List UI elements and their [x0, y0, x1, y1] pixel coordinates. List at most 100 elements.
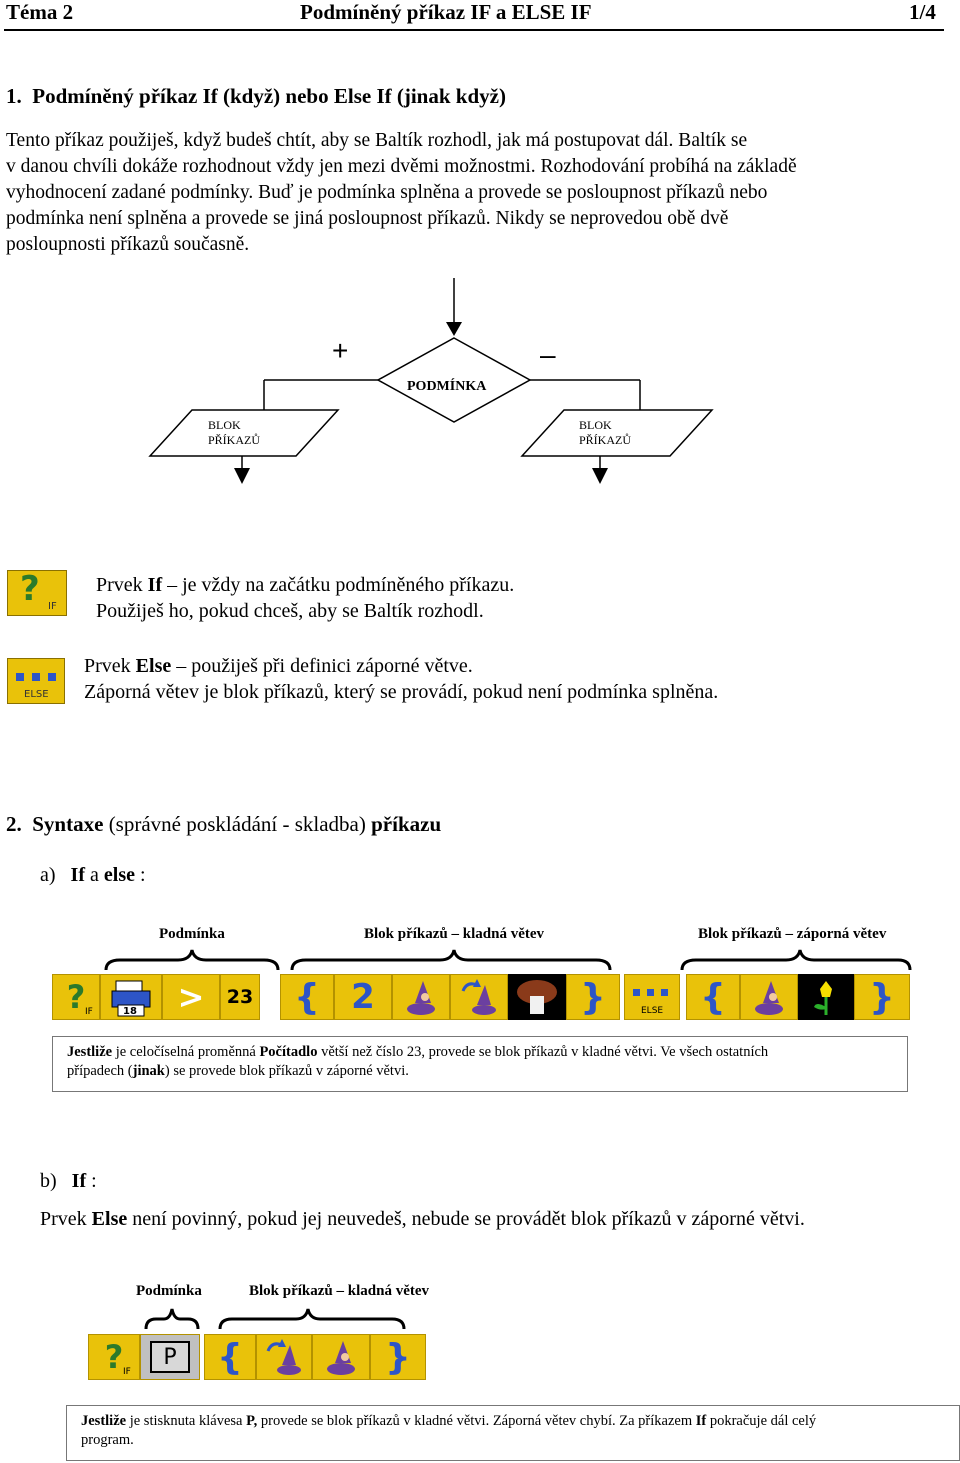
para-line: Tento příkaz použiješ, když budeš chtít,… [6, 130, 748, 151]
greater-than-tile[interactable]: > [162, 974, 220, 1020]
flow-arrow-out-right [592, 468, 608, 484]
block-right-parallelogram [520, 409, 714, 457]
brace-close-tile-2[interactable]: } [854, 974, 910, 1020]
key-icon: P [150, 1341, 190, 1373]
else-icon: ELSE [7, 658, 65, 704]
mushroom-icon [517, 980, 557, 1014]
counter-value: 18 [123, 1006, 137, 1017]
mushroom-tile[interactable] [508, 974, 566, 1020]
para-line: podmínka není splněna a provede se jiná … [6, 208, 729, 229]
condition-label: PODMÍNKA [407, 377, 487, 394]
block-left-parallelogram [148, 409, 340, 457]
left-block-line1: BLOK [208, 418, 241, 432]
label-negative-a: Blok příkazů – záporná větev [698, 926, 887, 942]
braces-b [144, 1308, 406, 1330]
right-block-line1: BLOK [579, 418, 612, 432]
para-line: v danou chvíli dokáže rozhodnout vždy je… [6, 156, 797, 177]
if-description: Prvek If – je vždy na začátku podmíněnéh… [96, 572, 514, 624]
brace-positive [290, 949, 612, 971]
section1-paragraph: Tento příkaz použiješ, když budeš chtít,… [6, 128, 946, 258]
if-tile-text: IF [85, 1007, 93, 1017]
note-b-line2: program. [81, 1432, 134, 1448]
brace-open-tile[interactable]: { [280, 974, 334, 1020]
flow-arrow-out-left [234, 468, 250, 484]
brace-close-tile-b[interactable]: } [370, 1334, 426, 1380]
else-icon-text: ELSE [24, 689, 49, 700]
note-b-line1: Jestliže je stisknuta klávesa P, provede… [81, 1413, 817, 1429]
brace-close-icon: } [869, 976, 895, 1018]
brace-open-icon: { [700, 976, 726, 1018]
para-line: vyhodnocení zadané podmínky. Buď je podm… [6, 182, 768, 203]
label-positive-a: Blok příkazů – kladná větev [364, 926, 545, 942]
condition-diamond [376, 337, 532, 423]
baltik-turn-tile-b[interactable] [256, 1334, 312, 1380]
counter-tile[interactable]: 18 [100, 974, 162, 1020]
command-strip-b: ? IF P { } [88, 1334, 426, 1380]
para-line: posloupnosti příkazů současně. [6, 234, 250, 255]
dot-icon [16, 673, 24, 681]
wizard-turn-icon [266, 1339, 301, 1375]
header-rule [4, 29, 944, 31]
question-mark-icon: ? [66, 978, 86, 1016]
header-topic: Téma 2 [6, 0, 74, 24]
if-line2: Použiješ ho, pokud chceš, aby se Baltík … [96, 600, 484, 622]
wizard-turn-icon [461, 979, 496, 1015]
brace-negative [680, 949, 912, 971]
key-tile[interactable]: P [140, 1334, 200, 1380]
sub-a-heading: a) If a else : [40, 864, 146, 886]
if-icon: ? IF [7, 569, 67, 616]
else-tile-text: ELSE [641, 1006, 664, 1016]
flow-arrow-in [446, 322, 462, 336]
dot-icon [48, 673, 56, 681]
else-description: Prvek Else – použiješ při definici zápor… [84, 653, 718, 705]
if-icon-text: IF [48, 601, 57, 612]
greater-than-icon: > [177, 978, 205, 1016]
brace-open-icon: { [294, 976, 320, 1018]
left-block-line2: PŘÍKAZŮ [208, 432, 260, 447]
right-block-line2: PŘÍKAZŮ [579, 432, 631, 447]
brace-close-tile[interactable]: } [566, 974, 620, 1020]
label-condition-a: Podmínka [159, 926, 225, 942]
flowchart: + – PODMÍNKA BLOK PŘÍKAZŮ BLOK PŘÍKAZŮ [148, 278, 714, 484]
wizard-icon [327, 1341, 355, 1375]
printer-icon: 18 [111, 980, 151, 1017]
label-condition-b: Podmínka [136, 1283, 202, 1299]
wizard-icon [407, 981, 435, 1015]
baltik-turn-tile[interactable] [450, 974, 508, 1020]
digit-icon: 2 [351, 977, 375, 1017]
digit-tile[interactable]: 2 [334, 974, 392, 1020]
note-a-line1: Jestliže je celočíselná proměnná Počítad… [67, 1044, 769, 1060]
dot-icon [32, 673, 40, 681]
if-tile-text: IF [123, 1367, 131, 1377]
else-line1: Prvek Else – použiješ při definici zápor… [84, 655, 473, 677]
plus-sign: + [332, 335, 348, 366]
label-positive-b: Blok příkazů – kladná větev [249, 1283, 430, 1299]
question-mark-icon: ? [20, 569, 40, 609]
header-page: 1/4 [909, 0, 936, 24]
brace-open-tile-b[interactable]: { [204, 1334, 256, 1380]
if-tile[interactable]: ? IF [52, 974, 100, 1020]
number-tile[interactable]: 23 [220, 974, 260, 1020]
brace-close-icon: } [385, 1336, 411, 1378]
section1-title: 1. Podmíněný příkaz If (když) nebo Else … [6, 84, 506, 108]
brace-close-icon: } [580, 976, 606, 1018]
baltik-tile-2[interactable] [740, 974, 798, 1020]
if-line1: Prvek If – je vždy na začátku podmíněnéh… [96, 574, 515, 596]
brace-condition-b [144, 1308, 200, 1330]
else-line2: Záporná větev je blok příkazů, který se … [84, 681, 719, 703]
braces-a [104, 949, 912, 971]
note-box-b: Jestliže je stisknuta klávesa P, provede… [66, 1405, 960, 1461]
baltik-tile[interactable] [392, 974, 450, 1020]
baltik-tile-b[interactable] [312, 1334, 370, 1380]
else-tile[interactable]: ELSE [624, 974, 680, 1020]
question-mark-icon: ? [104, 1338, 124, 1376]
if-tile-b[interactable]: ? IF [88, 1334, 140, 1380]
brace-open-tile-2[interactable]: { [686, 974, 740, 1020]
number-value: 23 [226, 986, 254, 1008]
section2-title: 2. Syntaxe (správné poskládání - skladba… [6, 812, 442, 836]
minus-sign: – [540, 339, 556, 370]
note-box-a: Jestliže je celočíselná proměnná Počítad… [52, 1036, 908, 1092]
flower-tile[interactable] [798, 974, 854, 1020]
wizard-icon [755, 981, 783, 1015]
header-title: Podmíněný příkaz IF a ELSE IF [300, 0, 592, 24]
